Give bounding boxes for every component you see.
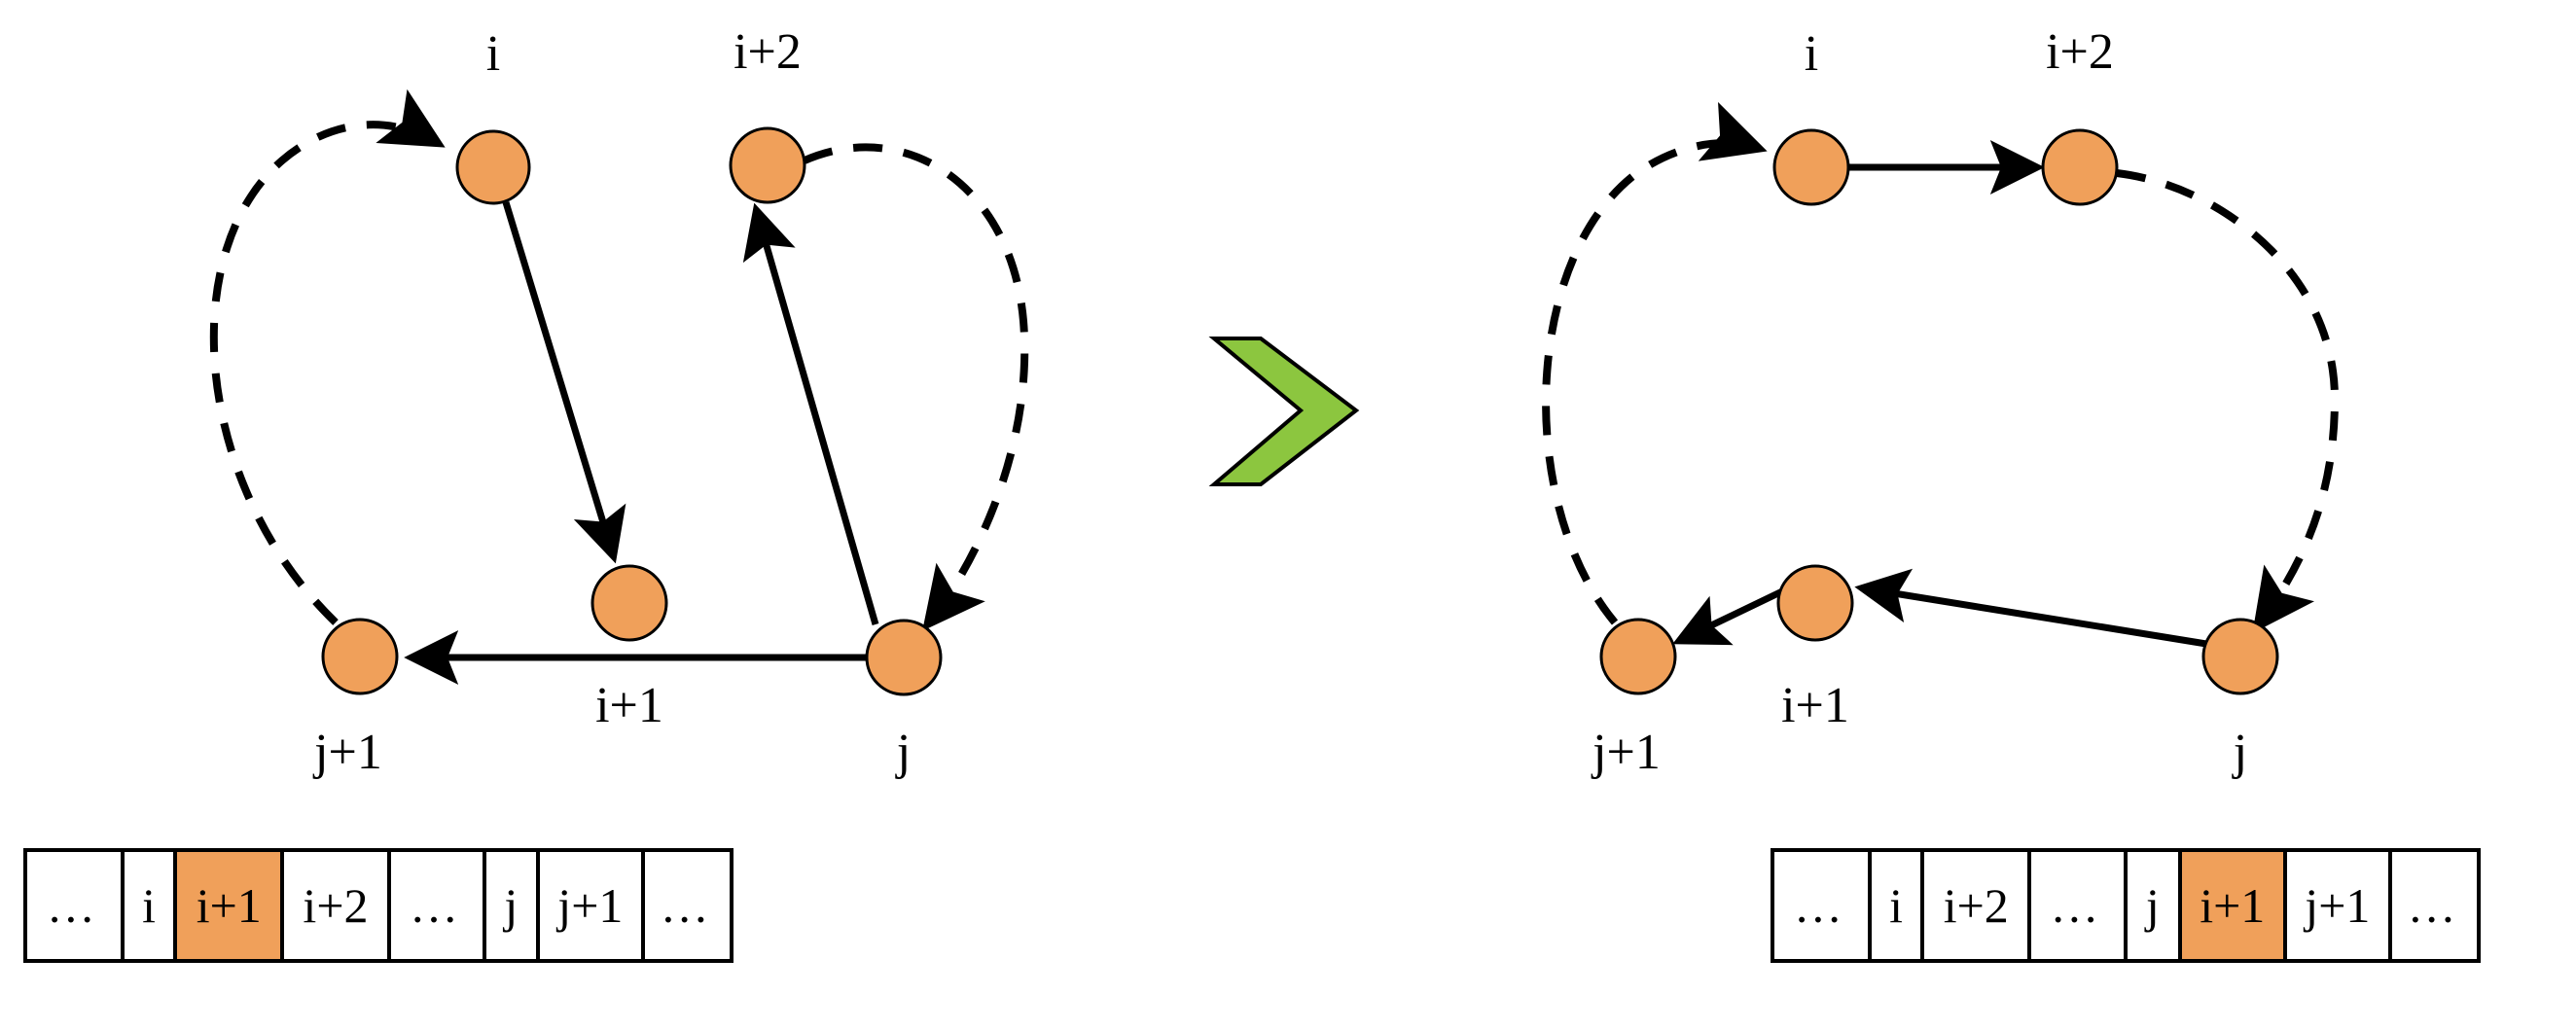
before-array: … i i+1 i+2 … j j+1 …	[23, 848, 733, 963]
before-array-cell-0[interactable]: …	[27, 852, 125, 959]
node-label-i2-right: i+2	[2046, 24, 2114, 80]
edge-i2-to-j-dashed-right	[2116, 169, 2340, 634]
node-j1[interactable]	[321, 618, 399, 695]
before-array-cell-label-4: …	[409, 878, 464, 933]
node-i-right[interactable]	[1772, 128, 1850, 206]
edge-j1-to-i-dashed	[209, 89, 446, 625]
before-array-cell-label-3: i+2	[303, 878, 369, 933]
before-array-cell-1[interactable]: i	[124, 852, 178, 959]
edge-i1-to-j1-right	[1672, 587, 1784, 646]
node-j1-right[interactable]	[1599, 618, 1677, 695]
node-i2[interactable]	[729, 126, 806, 204]
node-label-j1-right: j+1	[1591, 725, 1661, 780]
node-label-i1-right: i+1	[1781, 678, 1849, 733]
after-array-cell-label-2: i+2	[1943, 878, 2009, 933]
before-array-cell-label-5: j	[504, 878, 519, 933]
node-j-right[interactable]	[2201, 618, 2279, 695]
node-i[interactable]	[455, 129, 531, 205]
node-label-j1: j+1	[312, 725, 382, 780]
after-array-cell-label-3: …	[2050, 878, 2105, 933]
after-array-cell-7[interactable]: …	[2392, 852, 2478, 959]
before-array-cell-label-0: …	[46, 878, 101, 933]
before-array-cell-label-7: …	[660, 878, 715, 933]
node-label-j: j	[895, 725, 911, 780]
before-array-cell-4[interactable]: …	[390, 852, 487, 959]
after-array-cell-label-6: j+1	[2305, 878, 2371, 933]
before-array-cell-2[interactable]: i+1	[177, 852, 285, 959]
edge-j1-to-i-dashed-right	[1542, 101, 1768, 625]
node-j[interactable]	[865, 619, 943, 696]
after-array-cell-3[interactable]: …	[2031, 852, 2128, 959]
after-array-cell-0[interactable]: …	[1774, 852, 1872, 959]
edge-j-to-i2	[742, 202, 879, 625]
before-array-cell-label-2: i+1	[196, 878, 262, 933]
before-array-cell-label-1: i	[142, 878, 157, 933]
node-label-i-right: i	[1805, 26, 1818, 82]
node-i2-right[interactable]	[2041, 128, 2119, 206]
before-array-cell-6[interactable]: j+1	[539, 852, 646, 959]
edge-i2-to-j-dashed	[803, 143, 1029, 631]
node-label-i1: i+1	[595, 678, 663, 733]
after-array-cell-1[interactable]: i	[1871, 852, 1925, 959]
after-array-cell-label-4: j	[2145, 878, 2160, 933]
edge-i-to-i1	[502, 200, 626, 564]
node-label-j-right: j	[2232, 725, 2247, 780]
after-array-cell-label-0: …	[1793, 878, 1848, 933]
after-array-cell-6[interactable]: j+1	[2286, 852, 2393, 959]
node-label-i2: i+2	[733, 24, 802, 80]
before-array-cell-7[interactable]: …	[645, 852, 731, 959]
node-i1-right[interactable]	[1776, 564, 1854, 642]
node-i1[interactable]	[590, 564, 668, 642]
edge-j-to-i1-right	[1854, 568, 2207, 648]
before-array-cell-5[interactable]: j	[486, 852, 540, 959]
before-array-cell-3[interactable]: i+2	[284, 852, 391, 959]
chevron-right-icon	[1208, 337, 1360, 486]
after-array-cell-4[interactable]: j	[2127, 852, 2182, 959]
node-label-i: i	[486, 26, 500, 82]
after-array-cell-label-5: i+1	[2200, 878, 2266, 933]
after-array-cell-label-1: i	[1889, 878, 1904, 933]
after-array-cell-label-7: …	[2407, 878, 2462, 933]
after-array-cell-2[interactable]: i+2	[1924, 852, 2032, 959]
after-array-cell-5[interactable]: i+1	[2181, 852, 2287, 959]
before-array-cell-label-6: j+1	[557, 878, 624, 933]
after-array: … i i+2 … j i+1 j+1 …	[1771, 848, 2481, 963]
